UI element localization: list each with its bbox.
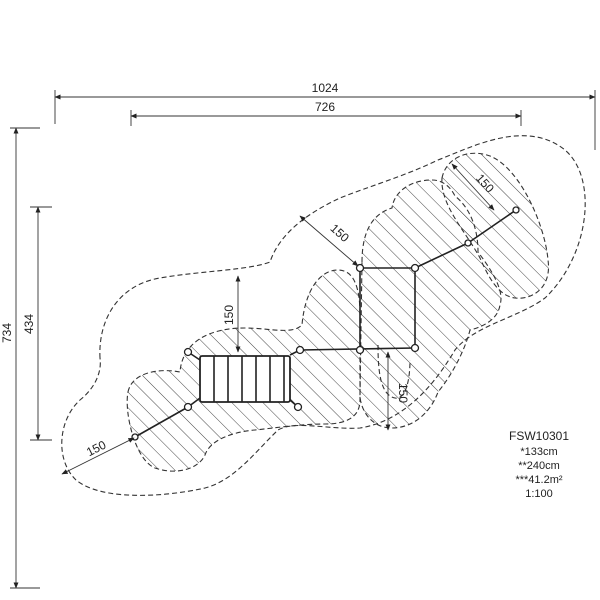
clearance-center-vertical-label: 150: [222, 305, 236, 325]
inner-dashed-outline: [377, 344, 411, 399]
overall-height-label: 734: [0, 323, 14, 343]
clearance-right-vertical: 150: [385, 351, 410, 431]
clearance-bottom-left: 150: [61, 438, 135, 475]
info-block: FSW10301 *133cm **240cm ***41.2m² 1:100: [509, 429, 569, 500]
clearance-bottom-left-label: 150: [84, 438, 108, 460]
dimension-overall-width: 1024: [54, 81, 596, 150]
scale: 1:100: [525, 488, 553, 500]
total-height: **240cm: [518, 460, 560, 472]
inner-height-label: 434: [22, 314, 36, 334]
free-fall-height: *133cm: [520, 446, 557, 458]
model-code: FSW10301: [509, 429, 569, 443]
clearance-upper-middle-label: 150: [328, 221, 352, 245]
dimension-inner-width: 726: [130, 100, 522, 126]
area: ***41.2m²: [515, 474, 562, 486]
inner-width-label: 726: [315, 100, 335, 114]
clearance-upper-middle: 150: [299, 215, 359, 267]
clearance-center-vertical: 150: [222, 275, 241, 353]
equipment-structure: [131, 206, 520, 441]
dimension-overall-height: 734: [0, 127, 40, 589]
dimension-inner-height: 434: [22, 206, 52, 441]
outer-safety-zone: [61, 135, 586, 496]
overall-width-label: 1024: [312, 81, 339, 95]
clearance-right-vertical-label: 150: [396, 383, 410, 403]
